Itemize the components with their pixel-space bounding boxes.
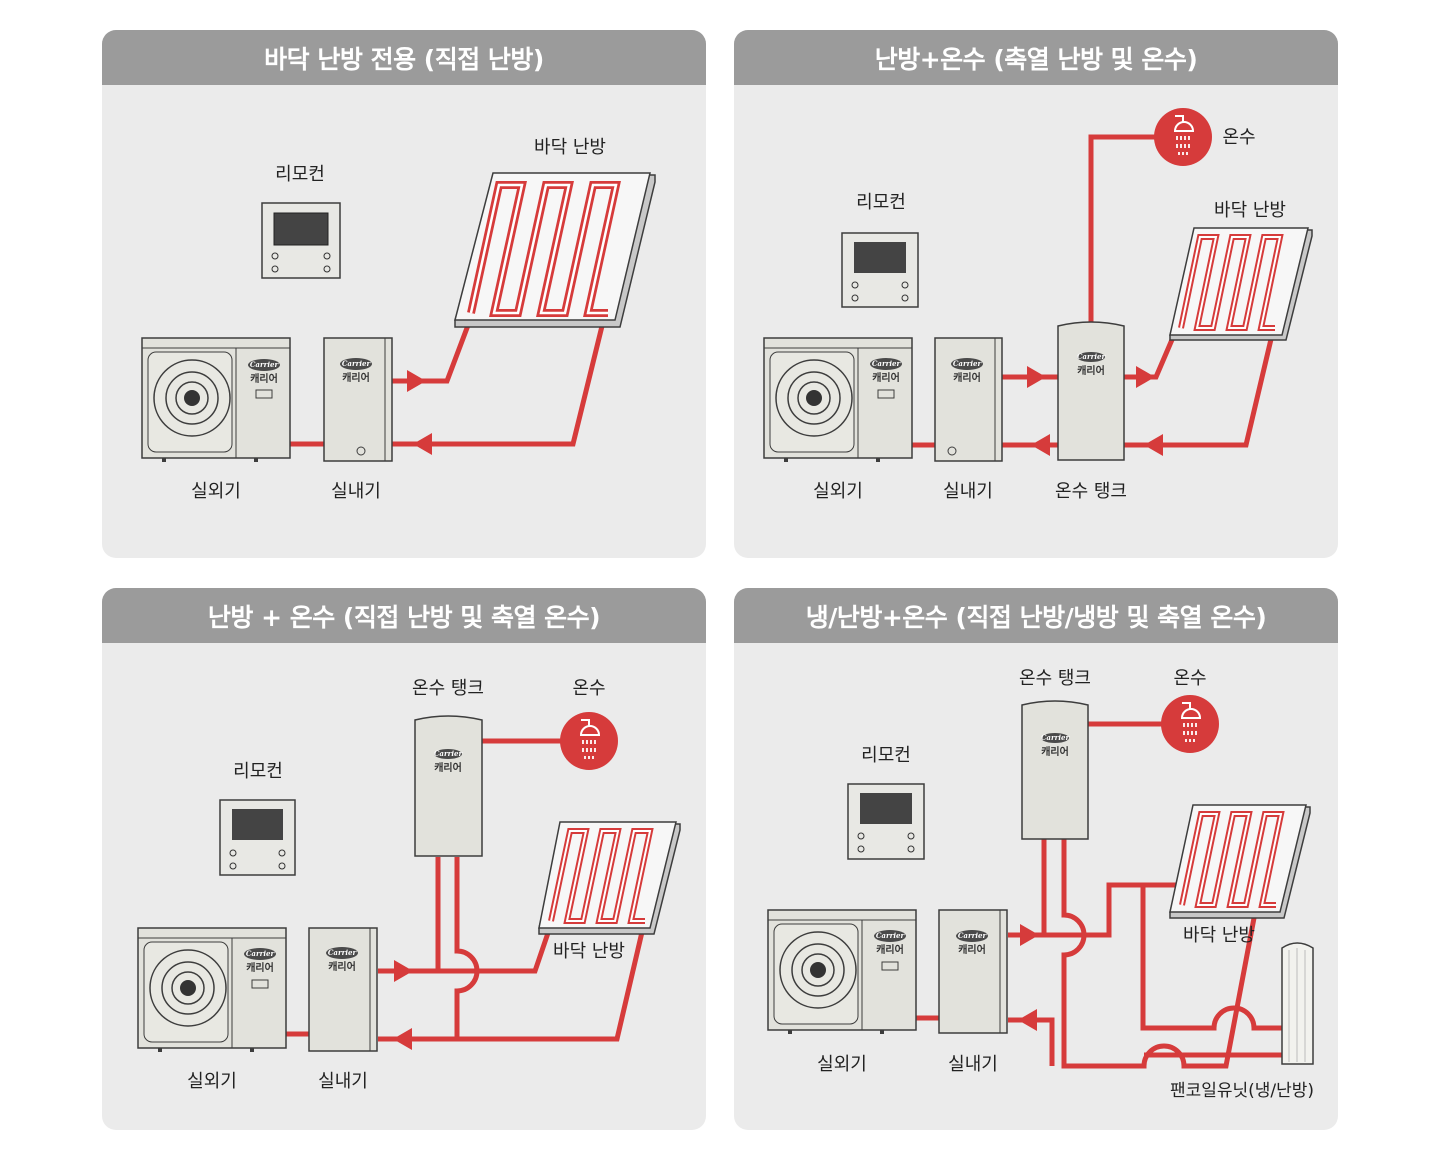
unit-brand-logo: Carrier [250, 360, 280, 369]
label-floor-heating: 바닥 난방 [1214, 200, 1286, 221]
fan-coil-unit [1281, 942, 1314, 1065]
label-remote: 리모컨 [275, 164, 325, 185]
panel-diagram: Carrier 캐리어 [767, 668, 1314, 1101]
indoor-unit: Carrier 캐리어 [934, 337, 1003, 462]
floor-heating-panel [454, 172, 656, 328]
unit-brand-logo: Carrier [328, 948, 358, 957]
hot-water-tank: Carrier 캐리어 [414, 715, 483, 857]
panel-title: 바닥 난방 전용 (직접 난방) [102, 30, 706, 85]
panel-heating-hotwater-direct: 난방 + 온수 (직접 난방 및 축열 온수) Carrier 캐리어 [102, 588, 706, 1130]
unit-brand-logo: Carrier [342, 359, 372, 368]
unit-brand-logo: Carrier [246, 949, 276, 958]
unit-brand-logo: Carrier [872, 359, 902, 368]
unit-brand-korean: 캐리어 [434, 761, 462, 774]
panel-title: 냉/난방+온수 (직접 난방/냉방 및 축열 온수) [734, 588, 1338, 643]
label-outdoor-unit: 실외기 [191, 481, 241, 502]
flow-arrow [1018, 1009, 1037, 1031]
label-fan-coil-unit: 팬코일유닛(냉/난방) [1170, 1081, 1314, 1101]
flow-arrow [407, 370, 426, 392]
label-indoor-unit: 실내기 [943, 481, 993, 502]
pipe-fancoil-supply [1140, 885, 1282, 1031]
remote-controller [847, 783, 925, 860]
unit-brand-korean: 캐리어 [328, 960, 356, 973]
indoor-unit: Carrier 캐리어 [308, 927, 378, 1052]
label-outdoor-unit: 실외기 [817, 1054, 867, 1075]
flow-arrow [1031, 434, 1050, 456]
flow-arrow [1136, 366, 1155, 388]
flow-arrow [1020, 924, 1039, 946]
remote-controller [841, 232, 919, 308]
indoor-unit: Carrier 캐리어 [323, 337, 393, 462]
pipe-supply-floor [1124, 334, 1177, 380]
unit-brand-logo: Carrier [876, 931, 906, 940]
floor-heating-panel [1169, 227, 1313, 341]
panel-floor-heating-only: 바닥 난방 전용 (직접 난방) [102, 30, 706, 558]
panel-diagram: Carrier 캐리어 Carrier 캐리어 Carrier 캐리어 온수 리… [763, 108, 1313, 502]
pipe-hotwater [1088, 134, 1155, 323]
shower-icon [1154, 108, 1212, 166]
pipe-supply [378, 929, 552, 974]
unit-brand-korean: 캐리어 [342, 371, 370, 384]
label-remote: 리모컨 [856, 192, 906, 213]
label-hot-water: 온수 [1222, 127, 1255, 148]
label-remote: 리모컨 [861, 745, 911, 766]
panel-diagram: Carrier 캐리어 Carrier [137, 678, 681, 1092]
shower-icon [560, 712, 618, 770]
floor-heating-panel [538, 821, 681, 935]
remote-controller [261, 202, 341, 279]
unit-brand-korean: 캐리어 [250, 372, 278, 385]
unit-brand-logo: Carrier [1041, 733, 1071, 742]
shower-icon [1161, 695, 1219, 753]
label-indoor-unit: 실내기 [948, 1054, 998, 1075]
unit-brand-korean: 캐리어 [1041, 745, 1069, 758]
panel-title: 난방+온수 (축열 난방 및 온수) [734, 30, 1338, 85]
unit-brand-korean: 캐리어 [953, 371, 981, 384]
indoor-unit: Carrier 캐리어 [938, 909, 1008, 1034]
pipe-tank-return [454, 857, 480, 1039]
remote-controller [219, 799, 296, 876]
label-hot-water: 온수 [1173, 668, 1206, 689]
pipe-return-floor [1124, 334, 1275, 448]
unit-brand-korean: 캐리어 [958, 943, 986, 956]
label-outdoor-unit: 실외기 [187, 1071, 237, 1092]
label-indoor-unit: 실내기 [318, 1071, 368, 1092]
label-floor-heating: 바닥 난방 [553, 941, 625, 962]
flow-arrow [1144, 434, 1163, 456]
flow-arrow [393, 1028, 412, 1050]
unit-brand-korean: 캐리어 [872, 371, 900, 384]
flow-arrow [413, 433, 432, 455]
panel-heating-hotwater-storage: 난방+온수 (축열 난방 및 온수) [734, 30, 1338, 558]
unit-brand-logo: Carrier [1077, 352, 1107, 361]
label-hot-water-tank: 온수 탱크 [1055, 481, 1127, 502]
label-hot-water: 온수 [572, 678, 605, 699]
label-floor-heating: 바닥 난방 [534, 137, 606, 158]
label-hot-water-tank: 온수 탱크 [412, 678, 484, 699]
panel-diagram: Carrier 캐리어 Carrier 캐리어 리모컨 바닥 난방 실외기 실내… [141, 137, 656, 502]
outdoor-unit: Carrier 캐리어 [763, 337, 913, 462]
unit-brand-korean: 캐리어 [246, 961, 274, 974]
unit-brand-korean: 캐리어 [1077, 364, 1105, 377]
outdoor-unit: Carrier 캐리어 [141, 337, 291, 462]
label-remote: 리모컨 [233, 761, 283, 782]
hot-water-tank: Carrier 캐리어 [1021, 700, 1089, 840]
label-outdoor-unit: 실외기 [813, 481, 863, 502]
panel-title: 난방 + 온수 (직접 난방 및 축열 온수) [102, 588, 706, 643]
panel-cooling-heating-hotwater: 냉/난방+온수 (직접 난방/냉방 및 축열 온수) Carrier 캐리어 [734, 588, 1338, 1130]
floor-heating-panel [1169, 804, 1311, 919]
pipe-tank-return [1061, 839, 1257, 1069]
outdoor-unit: Carrier 캐리어 [767, 909, 917, 1034]
unit-brand-logo: Carrier [434, 749, 464, 758]
label-indoor-unit: 실내기 [331, 481, 381, 502]
pipe-return [392, 321, 606, 447]
hot-water-tank: Carrier 캐리어 [1057, 321, 1125, 461]
outdoor-unit: Carrier 캐리어 [137, 927, 287, 1052]
label-floor-heating: 바닥 난방 [1183, 925, 1255, 946]
flow-arrow [1027, 366, 1046, 388]
flow-arrow [394, 960, 413, 982]
label-hot-water-tank: 온수 탱크 [1019, 668, 1091, 689]
unit-brand-logo: Carrier [958, 931, 988, 940]
unit-brand-korean: 캐리어 [876, 943, 904, 956]
unit-brand-logo: Carrier [953, 359, 983, 368]
